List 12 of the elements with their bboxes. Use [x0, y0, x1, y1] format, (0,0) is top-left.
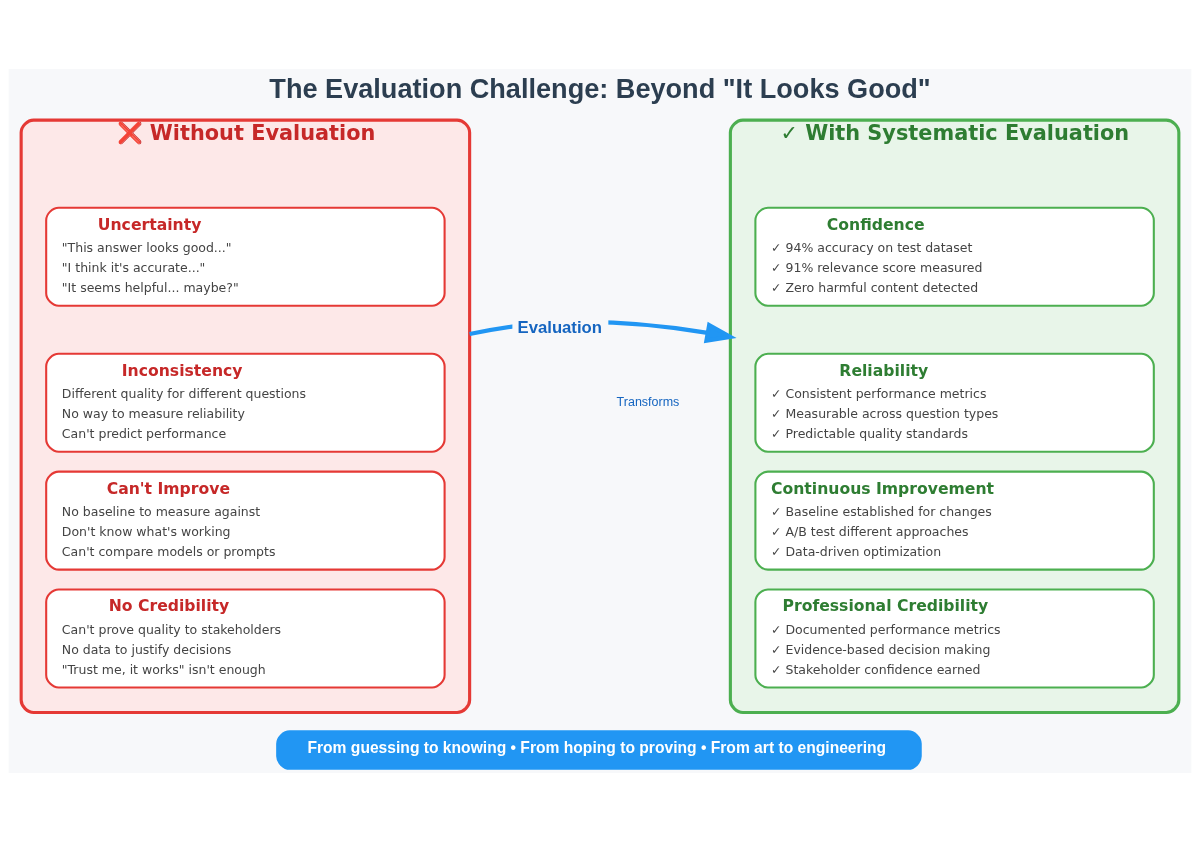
diagram-title: The Evaluation Challenge: Beyond "It Looks Good" — [269, 72, 931, 104]
node-box: Reliability ✓ Consistent performance metrics ✓ Measurable across question types ✓ Predictable quality standards — [754, 352, 1155, 453]
node-box: Continuous Improvement ✓ Baseline established for changes ✓ A/B test different approaches ✓ Data-driven optimization — [754, 470, 1155, 571]
label: Transforms — [616, 394, 680, 409]
node-box: From guessing to knowing • From hoping to proving • From art to engineering — [276, 730, 922, 770]
node-box: Confidence ✓ 94% accuracy on test dataset ✓ 91% relevance score measured ✓ Zero harmful content detected — [754, 206, 1155, 307]
node-box: Professional Credibility ✓ Documented performance metrics ✓ Evidence-based decision making ✓ Stakeholder confidence earned — [754, 588, 1155, 689]
node-box: No Credibility Can't prove quality to stakeholders No data to justify decisions "Trust me, it works" isn't enough — [45, 588, 446, 689]
edge-label: Evaluation — [517, 317, 602, 337]
node-box: Uncertainty "This answer looks good..." "I think it's accurate..." "It seems helpful... maybe?" — [45, 206, 446, 307]
node-box: Inconsistency Different quality for different questions No way to measure reliability Can't predict performance — [45, 352, 446, 453]
node-box: Can't Improve No baseline to measure against Don't know what's working Can't compare models or prompts — [45, 470, 446, 571]
